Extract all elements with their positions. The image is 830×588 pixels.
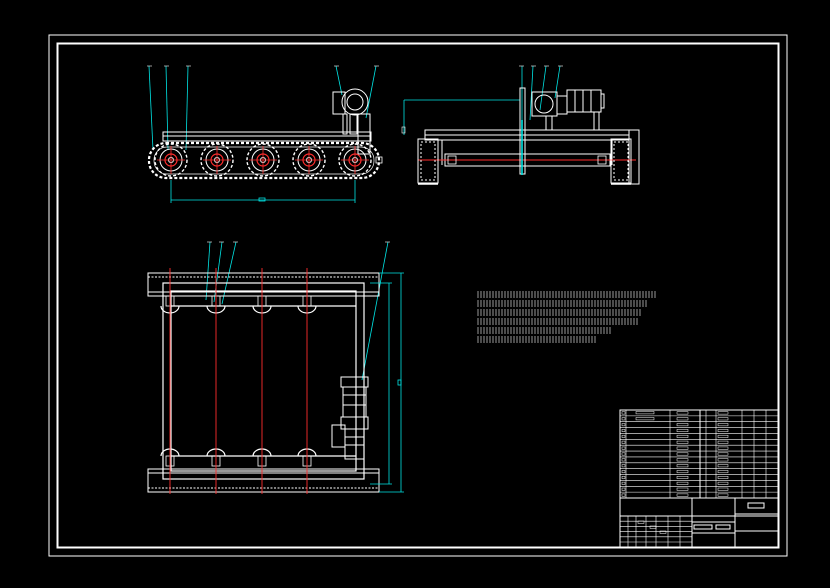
parts-row-qty [717,440,729,444]
parts-row-qty [717,493,729,497]
end-track-right [610,138,632,185]
parts-row-qty [717,464,729,468]
parts-list [619,409,779,499]
end-motor [531,89,605,131]
parts-row-name [676,434,689,438]
parts-row-qty [717,446,729,450]
parts-row-name [676,470,689,474]
parts-row-name [676,446,689,450]
road-wheel [154,143,188,177]
parts-row-name [676,440,689,444]
inner-frame [56,42,780,549]
parts-row-name [676,458,689,462]
parts-row-index [621,470,626,474]
side-frame [162,131,372,142]
parts-row-index [621,434,626,438]
parts-row-index [621,458,626,462]
parts-row-index [621,411,626,415]
parts-row-index [621,423,626,427]
parts-row-qty [717,481,729,485]
parts-row-name [676,411,689,415]
road-wheel [200,143,234,177]
plan-centerlines [169,268,308,494]
parts-row-name [676,429,689,432]
parts-row-qty [717,487,729,491]
road-wheel [292,143,326,177]
end-frame [424,129,640,185]
parts-row-qty [717,476,729,479]
plan-frame [162,282,365,480]
note-line-lettering [477,318,638,325]
plan-motor [331,376,369,460]
note-line-lettering [477,300,647,307]
parts-row-qty [717,458,729,462]
outer-frame [48,34,788,557]
parts-row-name [676,476,689,479]
parts-row-index [621,446,626,450]
parts-row-name [676,417,689,421]
note-line-lettering [477,327,611,334]
side-length-dimension [170,180,356,203]
parts-row-index [621,487,626,491]
parts-row-qty [717,429,729,432]
parts-row-name [676,493,689,497]
title-block [619,497,779,548]
parts-row-index [621,464,626,468]
technical-notes [477,291,656,343]
parts-row-index [621,493,626,497]
parts-row-name [676,452,689,456]
plan-top-track [147,272,380,297]
parts-row-index [621,429,626,432]
plan-view-leaders [205,241,389,381]
plan-width-dimension [370,272,404,493]
note-line-lettering [477,309,641,316]
parts-row-index [621,481,626,485]
parts-row-qty [717,434,729,438]
end-axle [418,153,636,167]
end-track-left [417,138,439,185]
note-line-lettering [477,291,656,298]
end-view [401,65,640,185]
road-wheel [338,143,372,177]
track-outline [147,141,381,180]
parts-row-qty [717,417,729,421]
side-view [147,65,383,203]
end-view-leaders [403,65,561,175]
side-motor-tower [332,88,371,155]
parts-row-index [621,476,626,479]
parts-row-name [676,487,689,491]
parts-row-qty [717,470,729,474]
plan-bottom-track [147,468,380,493]
note-line-lettering [477,336,596,343]
parts-row-qty [717,411,729,415]
parts-row-qty [717,452,729,456]
parts-row-name [676,464,689,468]
parts-row-index [621,417,626,421]
parts-row-name [676,481,689,485]
side-view-leaders [148,65,377,151]
road-wheel [246,143,280,177]
plan-view [147,241,404,494]
parts-row-qty [717,423,729,427]
parts-row-index [621,440,626,444]
parts-row-name [676,423,689,427]
parts-row-index [621,452,626,456]
